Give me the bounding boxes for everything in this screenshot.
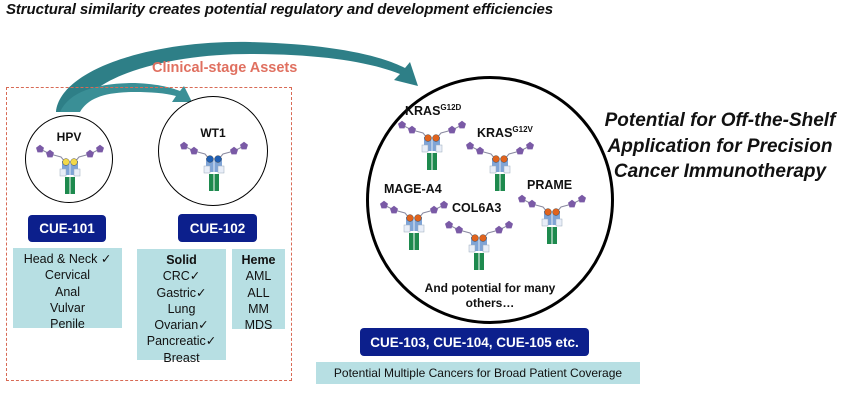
hpv-molecule-icon: [34, 143, 106, 200]
target-label-prame: PRAME: [527, 178, 573, 192]
tagline-line-1: Potential for Off-the-Shelf: [604, 110, 836, 131]
prame-molecule-icon: [516, 193, 588, 250]
cue-101-badge[interactable]: CUE-101: [28, 215, 106, 242]
indication-item: Vulvar: [50, 300, 85, 315]
cue-102-solid-indications: Solid CRC✓ Gastric✓ Lung Ovarian✓ Pancre…: [137, 249, 226, 365]
cue-102-heme-indications: Heme AML ALL MM MDS: [232, 249, 285, 332]
hpv-label: HPV: [56, 130, 82, 144]
coverage-banner: Potential Multiple Cancers for Broad Pat…: [316, 362, 640, 384]
indication-item: Breast: [163, 350, 200, 365]
pipeline-programs-badge[interactable]: CUE-103, CUE-104, CUE-105 etc.: [360, 328, 589, 356]
kras-g12v-molecule-icon: [464, 140, 536, 197]
col6a3-molecule-icon: [443, 219, 515, 276]
indication-item: MDS: [244, 318, 273, 333]
indication-item: CRC✓: [162, 269, 201, 284]
others-line-1: And potential for many: [424, 281, 556, 295]
indication-item: Penile: [50, 317, 85, 332]
others-line-2: others…: [465, 296, 515, 310]
mage-a4-molecule-icon: [378, 199, 450, 256]
target-label-col6a3: COL6A3: [452, 201, 502, 215]
indication-item: AML: [245, 269, 272, 284]
cue-101-indications: Head & Neck ✓ Cervical Anal Vulvar Penil…: [13, 248, 122, 331]
page-title: Structural similarity creates potential …: [6, 1, 554, 18]
indication-item: ALL: [247, 285, 270, 300]
clinical-stage-label: Clinical-stage Assets: [152, 60, 298, 76]
indication-item: Gastric✓: [156, 285, 207, 300]
clinical-assets-box: [6, 87, 292, 381]
indication-item: Pancreatic✓: [146, 334, 217, 349]
indication-item: Ovarian✓: [154, 318, 209, 333]
pipeline-circle: [366, 76, 614, 324]
target-label-kras-g12d: KRASG12D: [405, 103, 462, 119]
arrow-to-pipeline: [56, 41, 418, 112]
indication-item: Anal: [54, 284, 81, 299]
indication-item: Cervical: [44, 268, 91, 283]
indication-item: MM: [248, 301, 269, 316]
arrow-to-wt1: [60, 83, 192, 112]
wt1-molecule-icon: [178, 140, 250, 197]
heme-heading: Heme: [241, 253, 276, 267]
solid-heading: Solid: [166, 253, 197, 267]
others-text: And potential for many others…: [400, 281, 580, 311]
indication-item: Lung: [167, 301, 196, 316]
tagline: Potential for Off-the-Shelf Application …: [590, 108, 850, 185]
wt1-label: WT1: [200, 126, 226, 140]
target-label-mage-a4: MAGE-A4: [384, 182, 442, 196]
cue-102-badge[interactable]: CUE-102: [178, 214, 257, 242]
target-label-kras-g12v: KRASG12V: [477, 125, 533, 141]
tagline-line-2: Application for Precision: [607, 135, 833, 157]
tagline-line-3: Cancer Immunotherapy: [613, 161, 827, 182]
kras-g12d-molecule-icon: [396, 119, 468, 176]
indication-item: Head & Neck ✓: [23, 252, 112, 266]
